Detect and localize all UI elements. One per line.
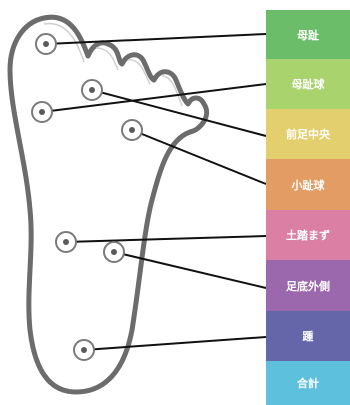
sensor-dot-hallux-ball	[39, 109, 45, 115]
zone-button-lateral-sole[interactable]: 足底外側	[266, 260, 350, 311]
foot-outline	[10, 17, 207, 392]
sensor-dot-forefoot-center	[89, 87, 95, 93]
sensor-dot-heel	[81, 347, 87, 353]
zone-button-hallux-ball[interactable]: 母趾球	[266, 59, 350, 109]
sensor-dot-lateral-sole	[111, 249, 117, 255]
sensor-dot-hallux	[43, 41, 49, 47]
zone-button-arch[interactable]: 土踏まず	[266, 210, 350, 260]
zone-button-total[interactable]: 合計	[266, 361, 350, 405]
sensor-dot-little-toe-ball	[129, 127, 135, 133]
zone-button-little-toe-ball[interactable]: 小趾球	[266, 159, 350, 210]
zone-button-heel[interactable]: 踵	[266, 311, 350, 361]
zone-button-forefoot-center[interactable]: 前足中央	[266, 109, 350, 159]
zone-button-hallux[interactable]: 母趾	[266, 10, 350, 59]
sensor-dot-arch	[63, 239, 69, 245]
